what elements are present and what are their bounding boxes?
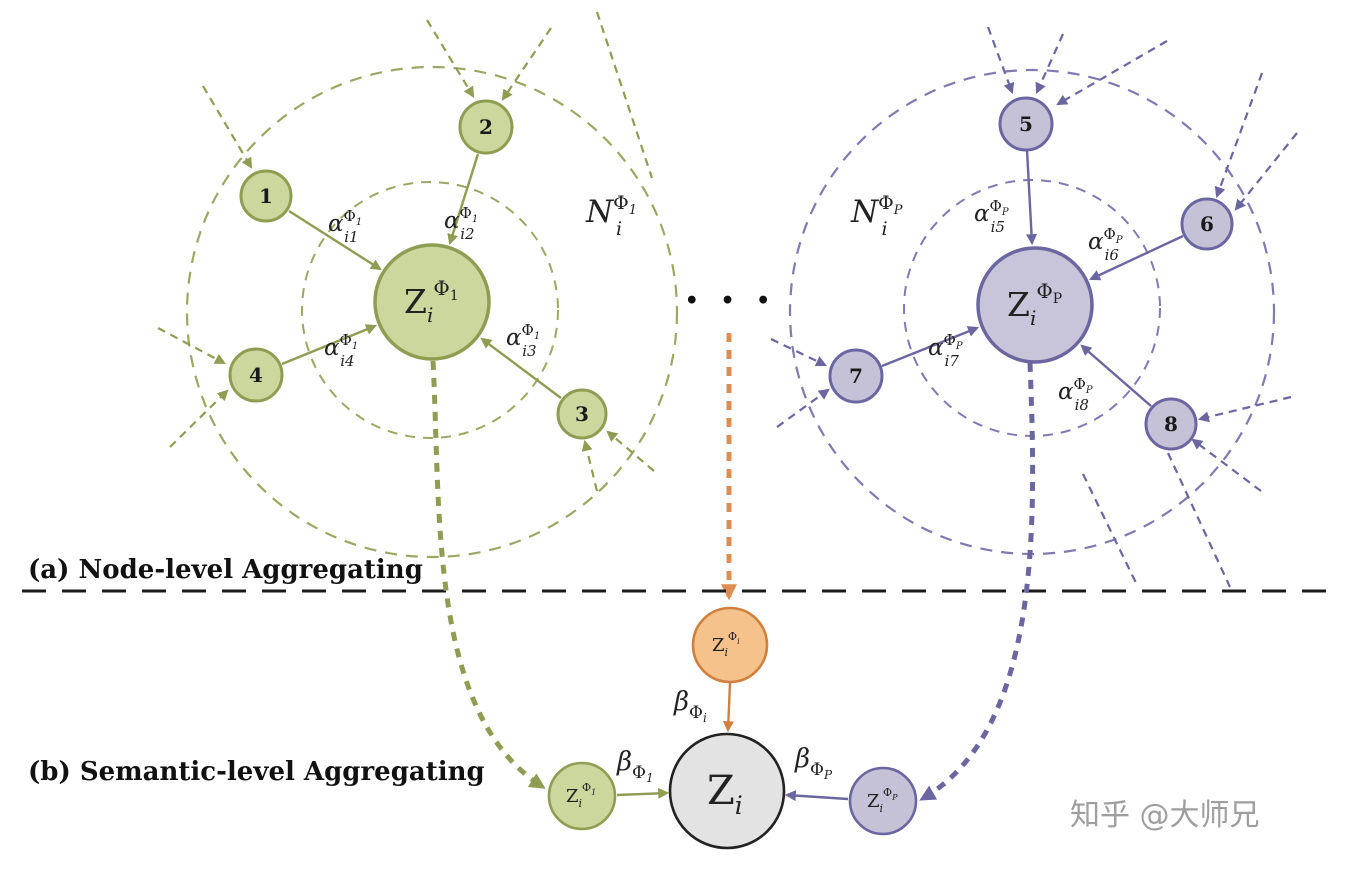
neighbor-node-label: 8	[1164, 412, 1178, 436]
neighbor-node	[228, 347, 284, 403]
neighbor-node	[998, 96, 1054, 152]
neighbor-node	[1144, 397, 1198, 451]
fused-embedding-label: Zi	[707, 768, 743, 820]
phi-p-embedding-node	[848, 766, 918, 836]
neighbor-node-label: 2	[479, 115, 493, 139]
center-embedding-node	[976, 246, 1094, 364]
beta-1-edge	[616, 787, 670, 799]
inner-neighborhood-circle	[301, 181, 559, 439]
neighbor-node-label: 1	[259, 184, 273, 208]
incoming-edge	[986, 26, 1015, 95]
incoming-edge	[606, 430, 655, 472]
incoming-edge	[581, 439, 599, 492]
incoming-edge	[426, 19, 475, 98]
phi-i-embedding-label: ZiΦi	[712, 630, 740, 659]
neighbor-node-label: 6	[1200, 212, 1214, 236]
attention-edge-4	[281, 324, 378, 366]
attention-edge-8	[1080, 344, 1152, 407]
beta-i-label: βΦi	[673, 687, 707, 725]
neighbor-node-label: 5	[1019, 112, 1033, 136]
semantic-level-aggregation: ZiΦi βΦi ZiΦ1 βΦ1 ZiΦP βΦP Zi	[430, 360, 1036, 850]
phi-p-embedding-label: ZiΦP	[867, 786, 898, 815]
phi-1-flow-curve	[430, 360, 546, 790]
fused-embedding-node	[668, 732, 786, 850]
neighbor-node	[828, 348, 884, 404]
attention-edge-7	[881, 326, 980, 368]
incoming-edge	[1197, 395, 1292, 423]
neighbor-node	[458, 99, 514, 155]
phi-1-embedding-label: ZiΦ1	[566, 781, 596, 810]
watermark-text: 知乎 @大师兄	[1070, 798, 1260, 833]
attention-edge-2	[447, 153, 480, 246]
neighbor-node-label: 7	[849, 364, 863, 388]
crossing-edge	[1082, 473, 1139, 588]
incoming-edge	[1191, 438, 1262, 492]
phi-i-embedding-node	[691, 606, 769, 684]
neighbor-node-label: 3	[575, 402, 589, 426]
incoming-edge	[1214, 72, 1264, 199]
section-a-title: (a) Node-level Aggregating	[28, 555, 423, 585]
beta-p-edge	[784, 790, 849, 802]
phi-p-flow-curve	[919, 362, 1036, 802]
phi-1-embedding-node	[547, 761, 617, 831]
outer-neighborhood-circle	[185, 65, 679, 559]
section-b-title: (b) Semantic-level Aggregating	[28, 757, 485, 787]
neighbor-node	[556, 388, 608, 440]
incoming-edge	[770, 338, 827, 367]
attention-edge-6	[1089, 234, 1184, 281]
attention-edge-3	[480, 337, 562, 399]
neighbor-node	[239, 169, 293, 223]
crossing-edge	[1167, 452, 1231, 588]
incoming-edge	[1035, 33, 1065, 95]
beta-1-label: βΦ1	[616, 747, 654, 785]
center-embedding-node	[373, 243, 491, 361]
attention-edge-5	[1025, 149, 1038, 246]
incoming-edge	[1234, 132, 1298, 211]
incoming-edge	[169, 389, 229, 448]
incoming-edge	[776, 388, 830, 428]
center-embedding-label: ZiΦ1	[404, 276, 459, 327]
incoming-edge	[1056, 40, 1168, 106]
neighbor-node-label: 4	[249, 363, 263, 387]
incoming-edge	[157, 327, 226, 365]
neighbor-node	[1180, 197, 1234, 251]
ellipsis-dots: • • •	[685, 288, 778, 314]
incoming-edge	[501, 27, 552, 101]
beta-i-edge	[722, 682, 734, 733]
incoming-edge	[202, 85, 253, 169]
attention-edge-1	[288, 209, 382, 271]
center-embedding-label: ZiΦP	[1007, 279, 1062, 330]
beta-p-label: βΦP	[794, 744, 833, 782]
crossing-edge	[595, 11, 654, 179]
